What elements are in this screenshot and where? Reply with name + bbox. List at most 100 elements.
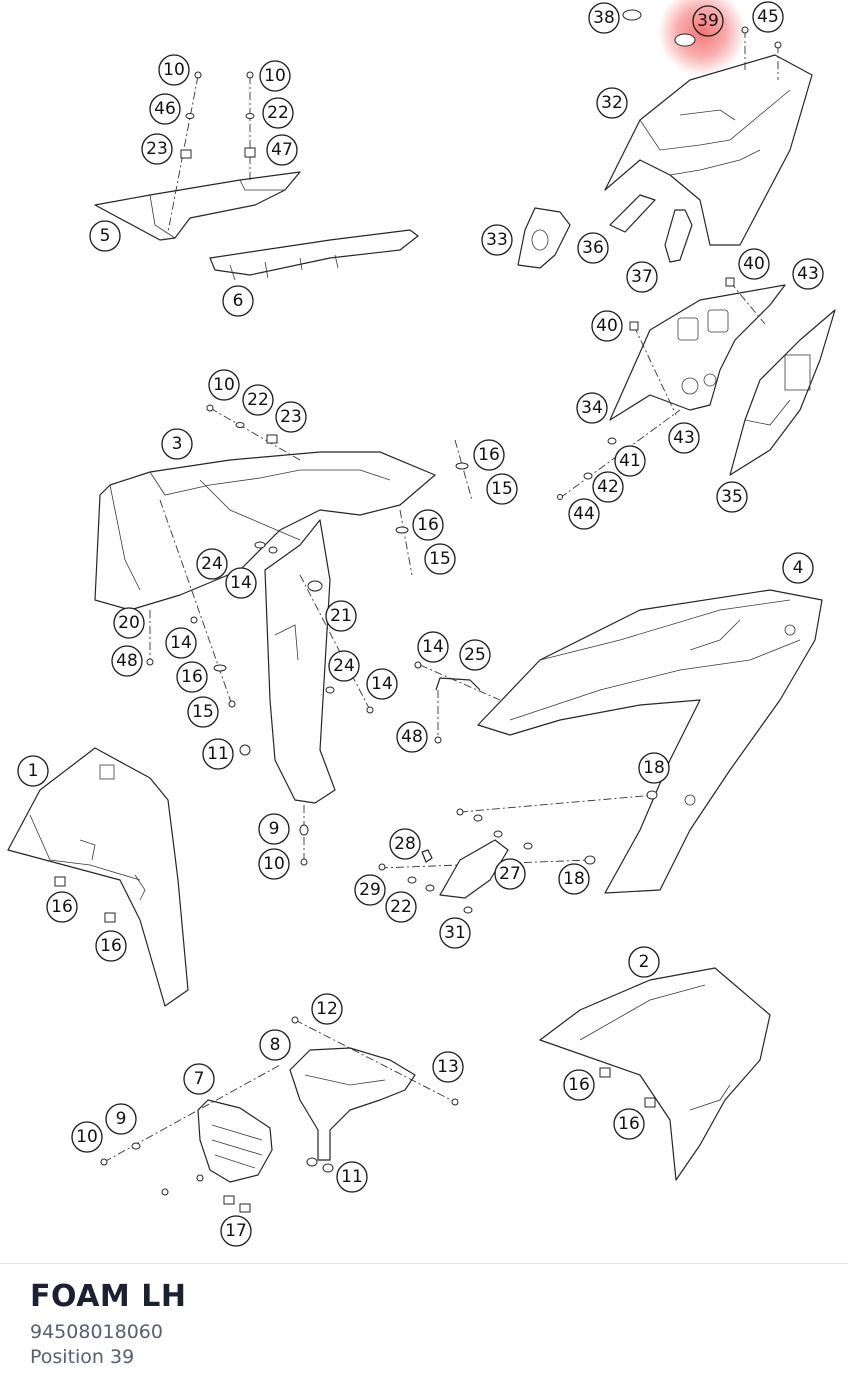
callout-37[interactable]: 37 bbox=[626, 261, 658, 293]
callout-20[interactable]: 20 bbox=[113, 607, 145, 639]
svg-text:17: 17 bbox=[225, 1221, 247, 1241]
callout-3[interactable]: 3 bbox=[161, 428, 193, 460]
svg-text:15: 15 bbox=[429, 549, 451, 569]
part-35-rear-panel[interactable] bbox=[729, 309, 836, 476]
callout-15[interactable]: 15 bbox=[486, 473, 518, 505]
part-36-clip[interactable] bbox=[609, 194, 656, 233]
callout-43[interactable]: 43 bbox=[792, 258, 824, 290]
svg-text:46: 46 bbox=[154, 99, 176, 119]
callout-1[interactable]: 1 bbox=[17, 755, 49, 787]
callout-28[interactable]: 28 bbox=[389, 828, 421, 860]
callout-39[interactable]: 39 bbox=[692, 5, 724, 37]
callout-48[interactable]: 48 bbox=[111, 645, 143, 677]
callout-2[interactable]: 2 bbox=[628, 946, 660, 978]
callout-10[interactable]: 10 bbox=[208, 369, 240, 401]
callout-4[interactable]: 4 bbox=[782, 552, 814, 584]
callout-12[interactable]: 12 bbox=[311, 993, 343, 1025]
callout-46[interactable]: 46 bbox=[149, 93, 181, 125]
callout-45[interactable]: 45 bbox=[752, 1, 784, 33]
callout-10[interactable]: 10 bbox=[258, 848, 290, 880]
callout-11[interactable]: 11 bbox=[202, 738, 234, 770]
callout-16[interactable]: 16 bbox=[176, 661, 208, 693]
callout-15[interactable]: 15 bbox=[424, 543, 456, 575]
callout-32[interactable]: 32 bbox=[596, 87, 628, 119]
callout-7[interactable]: 7 bbox=[183, 1063, 215, 1095]
callout-27[interactable]: 27 bbox=[494, 858, 526, 890]
svg-text:16: 16 bbox=[417, 515, 439, 535]
callout-25[interactable]: 25 bbox=[459, 639, 491, 671]
callout-35[interactable]: 35 bbox=[716, 481, 748, 513]
svg-text:32: 32 bbox=[601, 93, 623, 113]
callout-5[interactable]: 5 bbox=[89, 220, 121, 252]
part-2-side-panel[interactable] bbox=[539, 967, 771, 1181]
callout-13[interactable]: 13 bbox=[432, 1051, 464, 1083]
callout-14[interactable]: 14 bbox=[366, 668, 398, 700]
callout-10[interactable]: 10 bbox=[259, 60, 291, 92]
part-3-front-fairing[interactable] bbox=[94, 451, 436, 804]
callout-44[interactable]: 44 bbox=[568, 498, 600, 530]
part-27-pad[interactable] bbox=[439, 839, 509, 899]
callout-21[interactable]: 21 bbox=[325, 600, 357, 632]
callout-42[interactable]: 42 bbox=[592, 471, 624, 503]
callout-24[interactable]: 24 bbox=[196, 548, 228, 580]
callout-22[interactable]: 22 bbox=[262, 97, 294, 129]
callout-16[interactable]: 16 bbox=[563, 1069, 595, 1101]
part-8-bracket[interactable] bbox=[289, 1016, 459, 1173]
callout-18[interactable]: 18 bbox=[638, 752, 670, 784]
callout-11[interactable]: 11 bbox=[336, 1161, 368, 1193]
callout-16[interactable]: 16 bbox=[95, 930, 127, 962]
part-33-bracket[interactable] bbox=[517, 207, 571, 269]
callout-29[interactable]: 29 bbox=[354, 874, 386, 906]
svg-text:16: 16 bbox=[568, 1075, 590, 1095]
callout-22[interactable]: 22 bbox=[385, 891, 417, 923]
callout-31[interactable]: 31 bbox=[439, 917, 471, 949]
callout-16[interactable]: 16 bbox=[412, 509, 444, 541]
callout-14[interactable]: 14 bbox=[225, 567, 257, 599]
footer-divider bbox=[0, 1263, 848, 1264]
callout-9[interactable]: 9 bbox=[105, 1103, 137, 1135]
callout-47[interactable]: 47 bbox=[266, 134, 298, 166]
callout-9[interactable]: 9 bbox=[258, 813, 290, 845]
svg-text:47: 47 bbox=[271, 140, 293, 160]
callout-10[interactable]: 10 bbox=[71, 1121, 103, 1153]
callout-41[interactable]: 41 bbox=[614, 445, 646, 477]
callout-43[interactable]: 43 bbox=[668, 422, 700, 454]
svg-text:25: 25 bbox=[464, 645, 486, 665]
part-32-tail-cowl[interactable] bbox=[604, 54, 813, 246]
part-37-grille[interactable] bbox=[664, 209, 693, 263]
callout-23[interactable]: 23 bbox=[141, 133, 173, 165]
callout-34[interactable]: 34 bbox=[576, 392, 608, 424]
part-1-side-panel[interactable] bbox=[7, 747, 189, 1007]
callout-48[interactable]: 48 bbox=[396, 721, 428, 753]
part-name: FOAM LH bbox=[30, 1279, 187, 1314]
part-position: Position 39 bbox=[30, 1346, 135, 1368]
callout-14[interactable]: 14 bbox=[417, 631, 449, 663]
callout-6[interactable]: 6 bbox=[222, 285, 254, 317]
callout-33[interactable]: 33 bbox=[481, 224, 513, 256]
callout-17[interactable]: 17 bbox=[220, 1215, 252, 1247]
callout-40[interactable]: 40 bbox=[738, 248, 770, 280]
part-7-grille[interactable] bbox=[100, 1064, 281, 1213]
part-34-rear-panel[interactable] bbox=[609, 284, 786, 421]
callout-15[interactable]: 15 bbox=[187, 696, 219, 728]
svg-text:40: 40 bbox=[596, 316, 618, 336]
part-4-side-panel[interactable] bbox=[477, 589, 823, 894]
svg-text:35: 35 bbox=[721, 487, 743, 507]
svg-text:10: 10 bbox=[163, 60, 185, 80]
callout-16[interactable]: 16 bbox=[46, 891, 78, 923]
callout-18[interactable]: 18 bbox=[558, 863, 590, 895]
part-5-cover[interactable] bbox=[94, 171, 301, 241]
callout-36[interactable]: 36 bbox=[577, 232, 609, 264]
callout-16[interactable]: 16 bbox=[473, 439, 505, 471]
callout-10[interactable]: 10 bbox=[158, 54, 190, 86]
callout-22[interactable]: 22 bbox=[242, 384, 274, 416]
callout-16[interactable]: 16 bbox=[613, 1108, 645, 1140]
callout-8[interactable]: 8 bbox=[259, 1029, 291, 1061]
part-6-bar[interactable] bbox=[209, 229, 419, 281]
callout-23[interactable]: 23 bbox=[275, 401, 307, 433]
callout-40[interactable]: 40 bbox=[591, 310, 623, 342]
callout-24[interactable]: 24 bbox=[328, 650, 360, 682]
callout-14[interactable]: 14 bbox=[165, 627, 197, 659]
callout-38[interactable]: 38 bbox=[588, 2, 620, 34]
svg-text:14: 14 bbox=[371, 674, 393, 694]
